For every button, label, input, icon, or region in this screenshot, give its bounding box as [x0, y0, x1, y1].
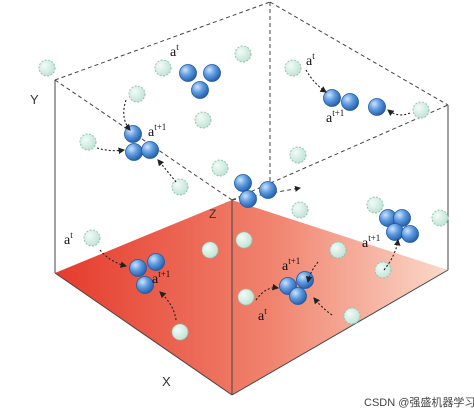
axis-label-x: X: [162, 374, 171, 389]
free-atom: [211, 159, 229, 177]
label-a-t: at: [170, 42, 179, 60]
transition-arrow: [313, 297, 333, 316]
free-atom: [343, 307, 361, 325]
label-a-t1: at+1: [326, 108, 344, 126]
free-atom: [237, 288, 255, 306]
free-atom: [79, 133, 97, 151]
transition-arrow: [123, 99, 131, 131]
free-atom: [171, 323, 189, 341]
cluster-atom: [147, 253, 165, 271]
cluster-atom: [234, 174, 252, 192]
free-atom: [201, 241, 219, 259]
transition-arrow: [157, 159, 177, 183]
cluster-atom: [341, 93, 359, 111]
cluster-atom: [203, 64, 221, 82]
axis-label-z: Z: [209, 207, 216, 221]
cluster-atom: [368, 98, 386, 116]
free-atom: [291, 201, 309, 219]
free-atom: [38, 59, 56, 77]
cluster-atom: [393, 209, 411, 227]
label-a-t1: at+1: [152, 269, 170, 287]
cluster-atom: [179, 64, 197, 82]
cluster-atom: [386, 223, 404, 241]
cluster-atom: [124, 125, 142, 143]
free-atom: [235, 231, 253, 249]
label-a-t1: at+1: [362, 233, 380, 251]
label-a-t: at: [306, 51, 315, 69]
cluster-atom: [259, 181, 277, 199]
transition-arrow: [387, 109, 411, 117]
free-atom: [412, 101, 430, 119]
label-a-t1: at+1: [148, 122, 166, 140]
label-a-t: at: [258, 306, 267, 324]
free-atom: [289, 146, 307, 164]
free-atom: [194, 111, 212, 129]
cluster-atom: [401, 225, 419, 243]
cluster-atom: [125, 143, 143, 161]
free-atom: [154, 59, 172, 77]
free-atom: [171, 178, 189, 196]
free-atom: [329, 241, 347, 259]
transition-arrow: [159, 291, 177, 321]
free-atom: [374, 261, 392, 279]
cluster-atom: [289, 287, 307, 305]
box-frame: [54, 1, 449, 396]
cluster-atom: [323, 89, 341, 107]
transition-arrow: [305, 69, 327, 93]
transition-arrow: [305, 261, 319, 284]
cluster-atom: [129, 259, 147, 277]
watermark: CSDN @强盛机器学习: [364, 395, 474, 409]
axis-label-y: Y: [30, 92, 39, 107]
state-labels: at at+1 at at+1 at at+1 at+1 at at+1: [64, 42, 380, 324]
label-a-t1: at+1: [282, 256, 300, 274]
label-a-t: at: [64, 230, 73, 248]
cluster-atom: [191, 81, 209, 99]
transition-arrow: [383, 238, 401, 271]
free-atom: [83, 229, 101, 247]
transition-arrow: [255, 283, 280, 301]
free-atom: [431, 209, 449, 227]
cluster-atom: [136, 276, 154, 294]
free-atom: [366, 196, 384, 214]
transition-arrow: [99, 249, 128, 268]
transition-arrow: [96, 147, 126, 155]
cluster-atom: [141, 141, 159, 159]
free-atom: [128, 85, 146, 103]
cluster-atom: [239, 190, 257, 208]
free-atom: [234, 45, 252, 63]
free-atom: [284, 59, 302, 77]
